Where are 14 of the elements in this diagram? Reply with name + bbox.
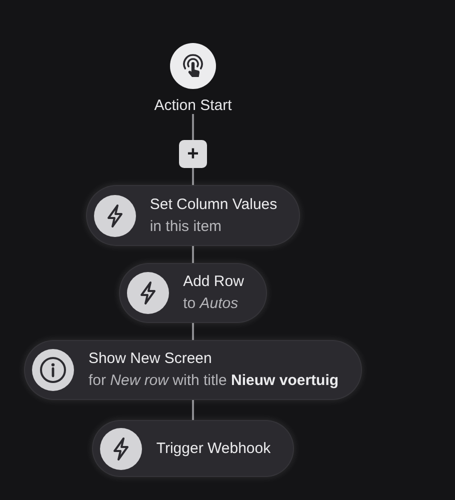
step-title: Set Column Values <box>150 194 278 214</box>
connector-line <box>192 114 194 140</box>
step-title: Show New Screen <box>88 349 213 369</box>
step-title: Trigger Webhook <box>156 438 271 458</box>
connector-line <box>192 400 194 420</box>
connector-line <box>192 168 194 185</box>
step-description: for New row with title Nieuw voertuig <box>88 371 339 391</box>
step-description: in this item <box>150 216 223 236</box>
step-description: to Autos <box>183 294 240 314</box>
step-title: Add Row <box>183 272 244 292</box>
start-label: Action Start <box>154 97 232 114</box>
connector-line <box>192 246 194 263</box>
add-step-button: + <box>179 140 207 168</box>
connector-line <box>192 323 194 340</box>
